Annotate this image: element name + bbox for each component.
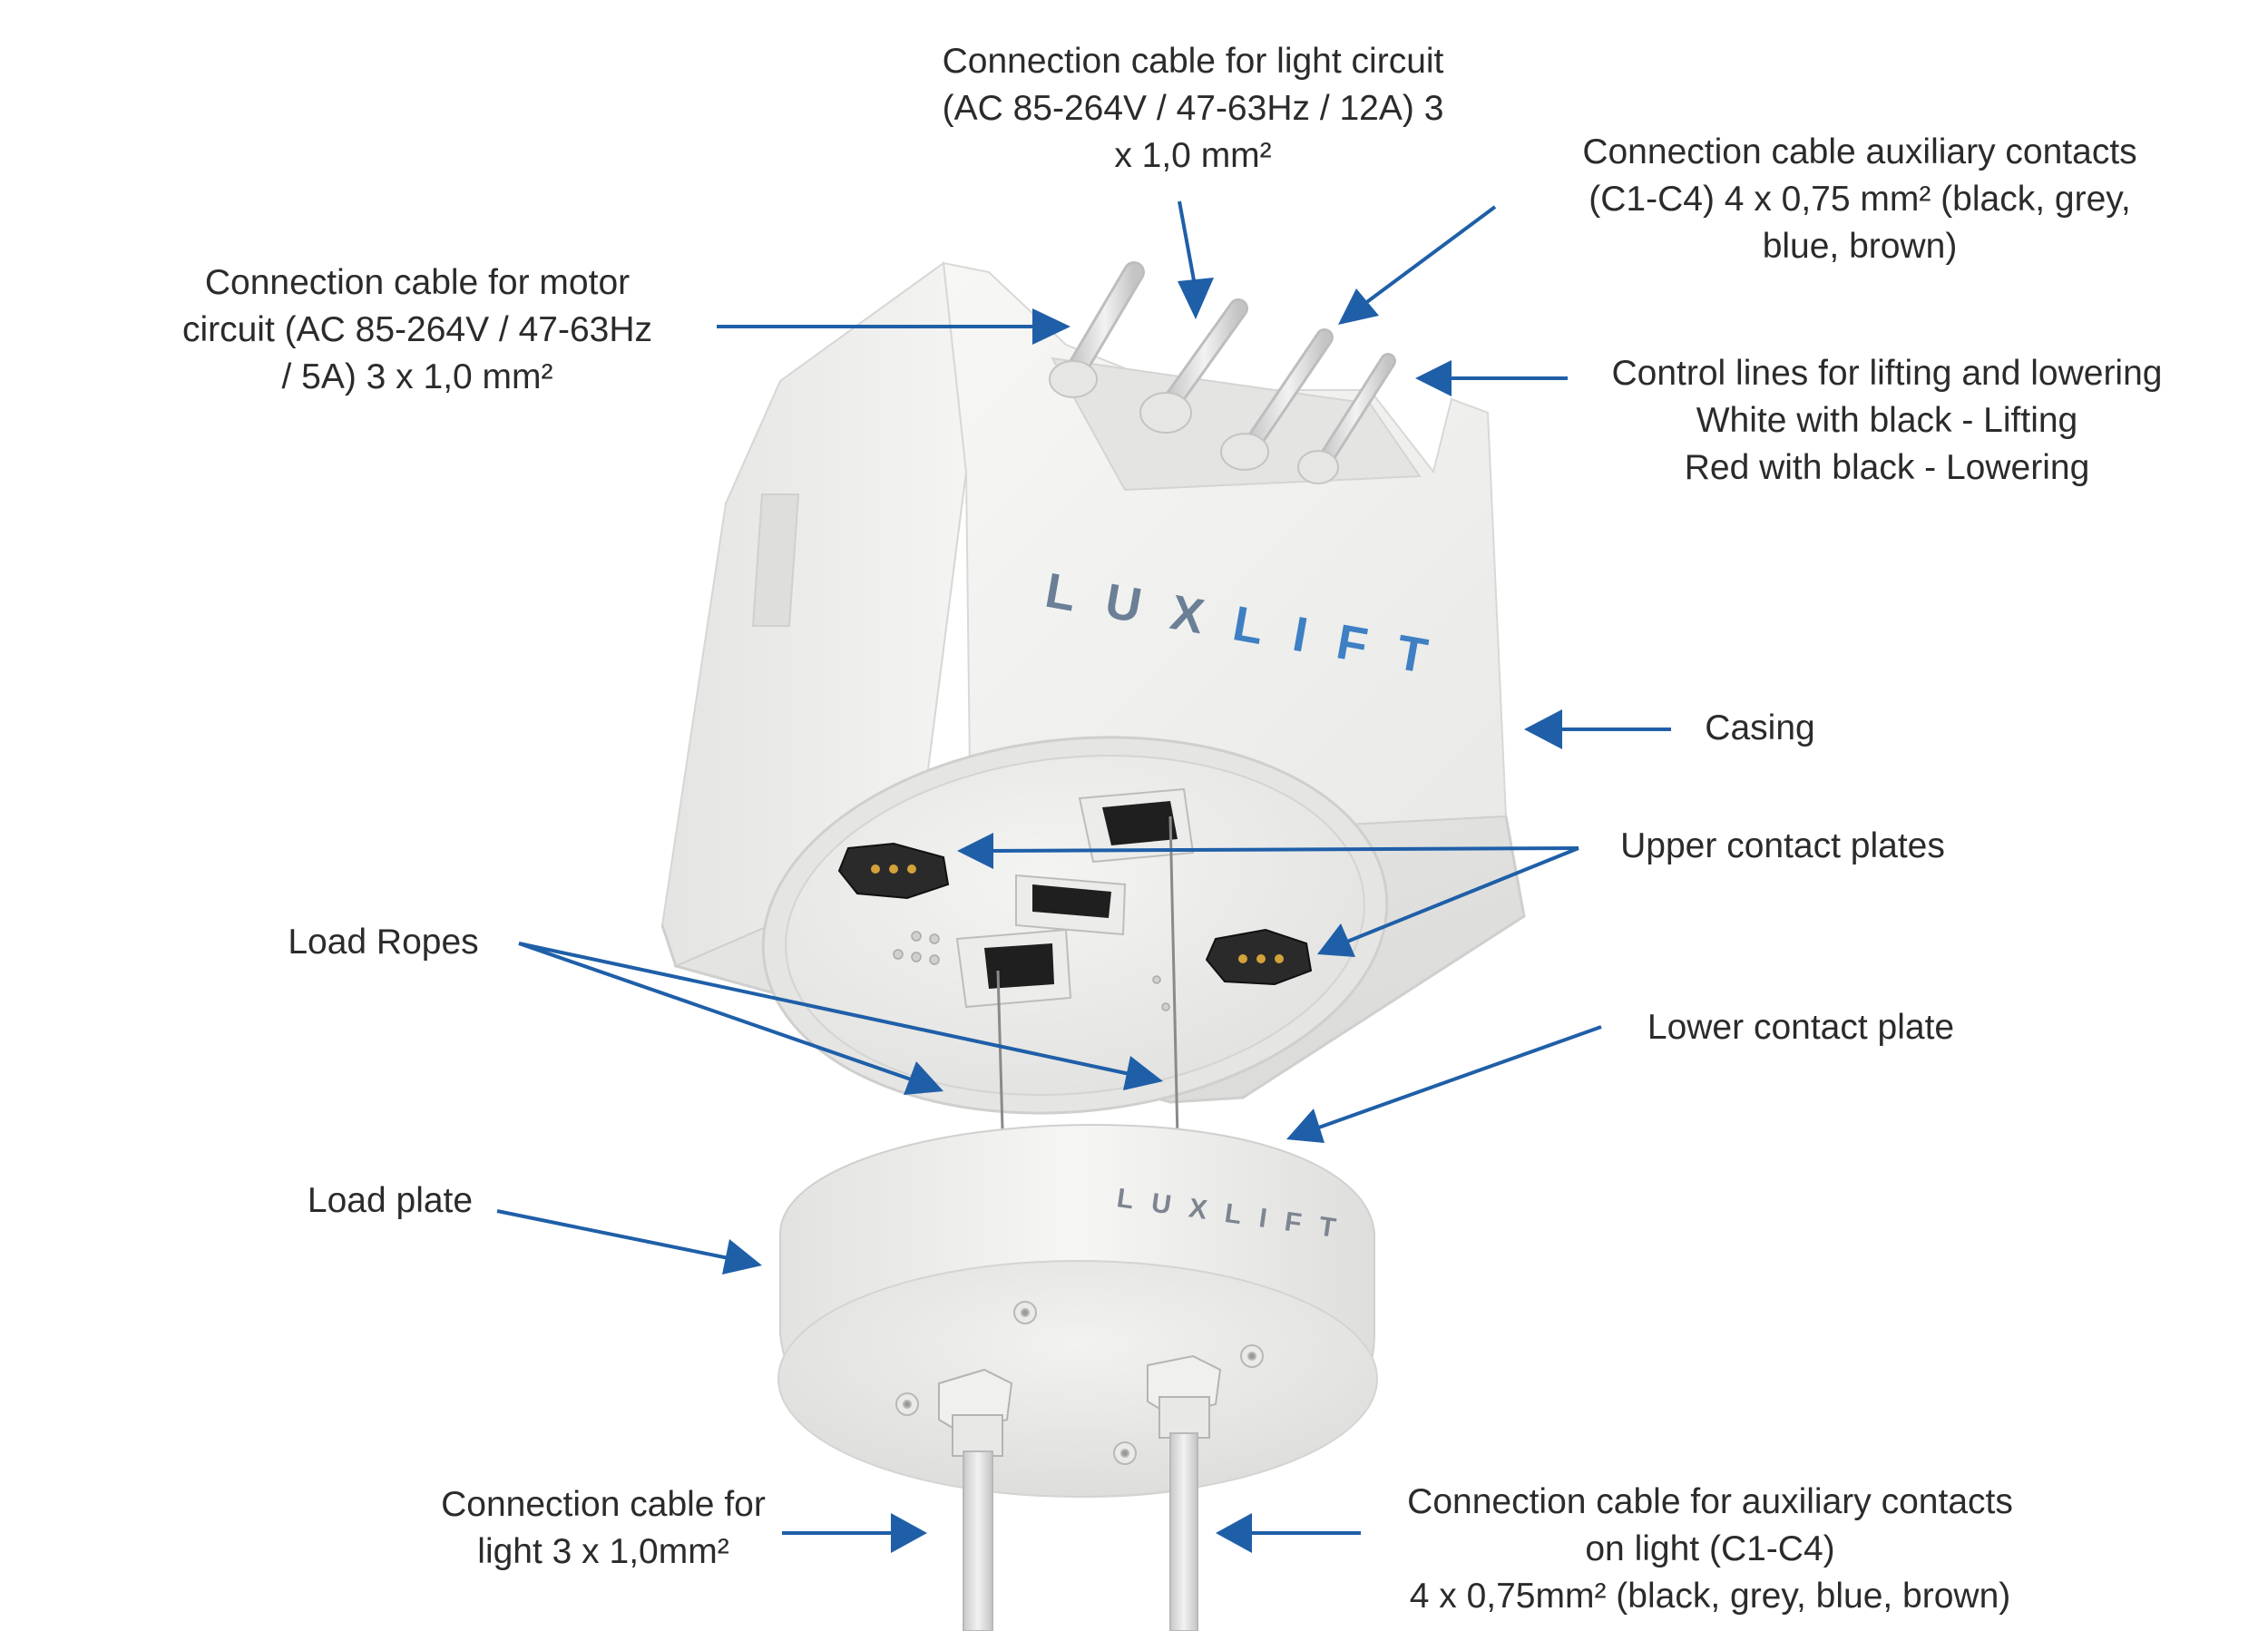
arrow-aux-contacts <box>1338 205 1497 325</box>
label-load-ropes: Load Ropes <box>272 919 494 966</box>
label-light-circuit-cable: Connection cable for light circuit (AC 8… <box>912 38 1474 180</box>
bottom-cable-aux <box>1169 1432 1198 1631</box>
label-line: Casing <box>1705 708 1815 747</box>
label-line: Connection cable for auxiliary contacts <box>1407 1482 2013 1521</box>
arrow-upper-contact-left <box>957 833 1579 869</box>
cable-gland-right <box>1147 1354 1222 1439</box>
arrow-casing <box>1524 709 1671 749</box>
load-plate-bottom <box>777 1260 1378 1498</box>
upper-disc <box>761 736 1389 1115</box>
label-line: / 5A) 3 x 1,0 mm² <box>281 357 553 396</box>
label-line: Connection cable for motor <box>204 263 631 302</box>
label-upper-contact-plates: Upper contact plates <box>1592 823 1973 870</box>
bottom-cable-light <box>963 1450 993 1631</box>
label-light-cable: Connection cable for light 3 x 1,0mm² <box>422 1481 785 1576</box>
label-line: (AC 85-264V / 47-63Hz / 12A) 3 <box>942 89 1444 128</box>
label-control-lines: Control lines for lifting and lowering W… <box>1579 350 2195 492</box>
arrow-load-rope-left <box>518 942 943 1095</box>
arrow-load-rope-right <box>518 942 1163 1090</box>
arrow-upper-contact-right <box>1317 846 1579 957</box>
label-line: Connection cable auxiliary contacts <box>1582 132 2137 171</box>
top-cables <box>1049 261 1396 484</box>
label-line: Upper contact plates <box>1620 826 1945 865</box>
label-line: 4 x 0,75mm² (black, grey, blue, brown) <box>1409 1577 2011 1616</box>
top-cable-1 <box>1049 261 1145 398</box>
casing-base <box>660 816 1526 1104</box>
load-rope-right <box>1168 816 1179 1139</box>
load-plate: LUXLIFT <box>777 1123 1378 1499</box>
label-load-plate: Load plate <box>295 1177 485 1225</box>
top-cable-3 <box>1220 328 1334 471</box>
arrow-control-lines <box>1415 360 1568 396</box>
arrow-aux-light-cable <box>1216 1513 1361 1553</box>
top-cable-4 <box>1297 353 1396 484</box>
label-line: on light (C1-C4) <box>1585 1529 1835 1568</box>
label-line: Control lines for lifting and lowering <box>1611 354 2163 393</box>
load-ropes <box>996 816 1179 1139</box>
label-line: blue, brown) <box>1762 227 1958 266</box>
label-line: Connection cable for <box>441 1485 766 1524</box>
rope-opening-left <box>955 928 1072 1009</box>
upper-contact-plate-left <box>837 842 950 900</box>
casing-notch <box>751 493 800 627</box>
label-motor-circuit-cable: Connection cable for motor circuit (AC 8… <box>145 259 689 401</box>
arrow-light-cable <box>782 1513 927 1553</box>
bottom-cables <box>963 1432 1198 1631</box>
label-line: light 3 x 1,0mm² <box>477 1532 729 1571</box>
label-line: (C1-C4) 4 x 0,75 mm² (black, grey, <box>1589 180 2131 219</box>
load-plate-screws <box>895 1301 1264 1465</box>
rope-opening-right <box>1078 787 1195 864</box>
arrow-lower-contact <box>1286 1025 1602 1143</box>
label-aux-light-cable: Connection cable for auxiliary contacts … <box>1365 1479 2055 1620</box>
upper-contact-plate-right <box>1205 928 1313 986</box>
disc-small-holes <box>893 931 1170 1011</box>
callout-arrows <box>496 200 1671 1553</box>
label-lower-contact-plate: Lower contact plate <box>1619 1004 1982 1051</box>
cable-gland-left <box>938 1368 1013 1457</box>
top-cable-2 <box>1139 298 1248 434</box>
arrow-motor-circuit <box>717 308 1070 345</box>
label-line: Connection cable for light circuit <box>942 42 1444 81</box>
arrow-load-plate <box>496 1209 762 1275</box>
label-line: White with black - Lifting <box>1696 401 2078 440</box>
center-slot <box>1015 874 1127 936</box>
label-line: Red with black - Lowering <box>1684 448 2090 487</box>
label-line: x 1,0 mm² <box>1114 136 1272 175</box>
label-line: Lower contact plate <box>1647 1008 1955 1047</box>
label-line: Load plate <box>307 1181 474 1220</box>
label-casing: Casing <box>1683 705 1837 752</box>
load-rope-left <box>996 970 1004 1130</box>
label-aux-contacts-cable: Connection cable auxiliary contacts (C1-… <box>1551 129 2168 270</box>
label-line: Load Ropes <box>288 923 479 962</box>
arrow-light-circuit <box>1178 200 1214 319</box>
label-line: circuit (AC 85-264V / 47-63Hz <box>181 310 653 349</box>
